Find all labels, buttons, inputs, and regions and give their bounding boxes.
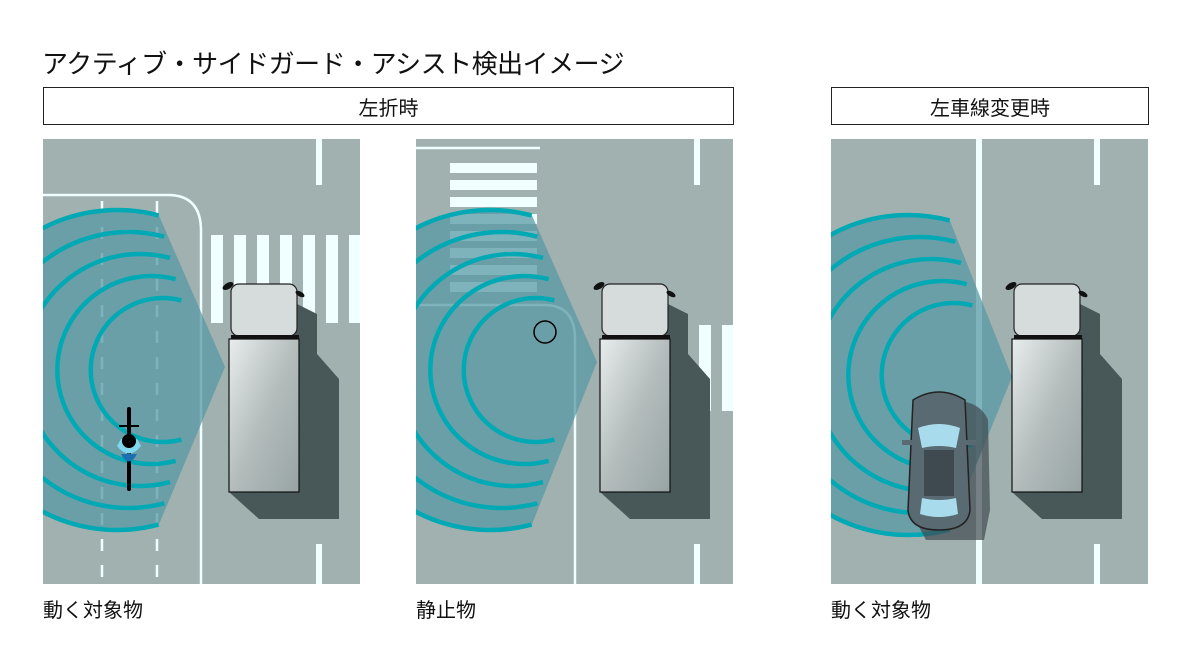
sensor-wave-arc [88, 295, 182, 445]
header-lane-change: 左車線変更時 [831, 87, 1149, 125]
sensor-fan [416, 208, 597, 532]
caption-moving-object-1: 動く対象物 [43, 598, 143, 622]
truck-icon [222, 282, 339, 519]
sensor-wave-arc [43, 229, 165, 511]
scene-left-turn-stationary-object [416, 139, 733, 584]
sensor-wave-arc [55, 273, 177, 467]
center-lane-line [316, 139, 322, 584]
header-left-turn: 左折時 [43, 87, 734, 125]
right-lane-dashes [1094, 139, 1100, 584]
center-lane-line [694, 139, 700, 584]
sensor-wave-arc [461, 295, 555, 445]
sensor-detection-zone [416, 207, 597, 533]
truck-icon [1005, 282, 1122, 519]
sensor-detection-zone [43, 207, 225, 533]
sensor-wave-arc [831, 256, 962, 494]
page-title: アクティブ・サイドガード・アシスト検出イメージ [42, 50, 625, 80]
scene-left-turn-moving-object [43, 139, 360, 584]
sensor-wave-arc [831, 234, 956, 516]
sensor-wave-arc [43, 251, 171, 489]
curb-line [43, 193, 203, 584]
car-icon [902, 391, 990, 540]
sensor-wave-arc [831, 212, 951, 538]
bicycle-icon [117, 407, 141, 491]
scene-lane-change-moving-object [831, 139, 1148, 584]
caption-stationary-object: 静止物 [416, 598, 476, 622]
sensor-wave-arc [43, 207, 160, 533]
sensor-fan [43, 208, 225, 532]
sensor-wave-arc [416, 251, 544, 489]
sensor-wave-arc [416, 207, 533, 533]
caption-moving-object-2: 動く対象物 [831, 598, 931, 622]
sensor-wave-arc [428, 273, 550, 467]
pole-icon [533, 320, 557, 344]
sensor-wave-arc [416, 229, 538, 511]
truck-icon [593, 282, 710, 519]
